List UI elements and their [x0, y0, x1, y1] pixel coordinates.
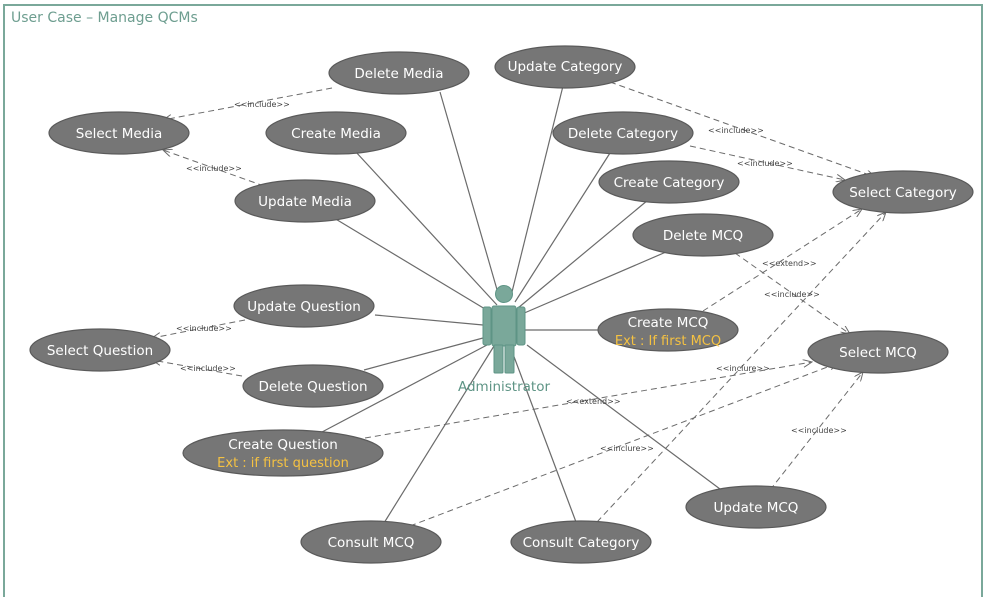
dep-delete-mcq-select-mcq — [734, 252, 850, 334]
use-case-label: Select Question — [47, 343, 153, 359]
relation-label: <<include>> — [791, 426, 847, 435]
assoc-create-question — [321, 344, 488, 433]
relation-label: <<include>> — [737, 159, 793, 168]
use-case-label: Delete Category — [568, 126, 678, 142]
use-case-label: Select Media — [76, 126, 162, 142]
relation-label: <<include>> — [186, 164, 242, 173]
assoc-delete-mcq — [521, 251, 667, 315]
assoc-delete-media — [439, 91, 501, 301]
dep-update-category-select-category — [609, 81, 875, 177]
use-case-delete-mcq[interactable]: Delete MCQ — [632, 213, 774, 257]
actor-right-leg — [504, 344, 515, 374]
use-case-label: Update Media — [258, 194, 352, 210]
actor-label: Administrator — [458, 379, 550, 395]
use-case-update-category[interactable]: Update Category — [494, 45, 636, 89]
use-cases: Delete Media Update Category Select Medi… — [29, 45, 974, 564]
relation-label: <<include>> — [708, 126, 764, 135]
relation-label: <<extend>> — [566, 397, 621, 406]
assoc-delete-category — [514, 152, 611, 303]
actor-left-arm — [482, 306, 492, 346]
relation-label: <<inclure>> — [600, 444, 654, 453]
diagram-title: User Case – Manage QCMs — [11, 10, 198, 26]
diagram-frame — [3, 4, 983, 597]
use-case-delete-question[interactable]: Delete Question — [242, 364, 384, 408]
dep-delete-media-select-media — [163, 87, 333, 120]
use-case-label: Delete Question — [258, 379, 367, 395]
actor-right-arm — [516, 306, 526, 346]
use-case-create-media[interactable]: Create Media — [265, 111, 407, 155]
use-case-select-question[interactable]: Select Question — [29, 328, 171, 372]
use-case-label: Create MCQ — [628, 315, 709, 331]
use-case-label: Select Category — [849, 185, 957, 201]
assoc-update-category — [509, 85, 564, 301]
assoc-delete-question — [363, 337, 484, 371]
dep-delete-question-select-question — [152, 360, 243, 377]
use-case-label: Create Question — [228, 437, 338, 453]
associations — [321, 85, 721, 524]
dep-consult-mcq-select-mcq — [409, 363, 838, 527]
assoc-update-mcq — [526, 344, 721, 490]
assoc-create-media — [354, 150, 498, 306]
use-case-select-mcq[interactable]: Select MCQ — [807, 330, 949, 374]
use-case-label: Consult Category — [523, 535, 640, 551]
actor-left-leg — [493, 344, 504, 374]
relation-label: <<extend>> — [762, 259, 817, 268]
use-case-update-question[interactable]: Update Question — [233, 284, 375, 328]
use-case-consult-mcq[interactable]: Consult MCQ — [300, 520, 442, 564]
actor-body — [491, 305, 517, 347]
use-case-select-media[interactable]: Select Media — [48, 111, 190, 155]
relation-label: <<inclure>> — [716, 364, 770, 373]
relation-label: <<include>> — [176, 324, 232, 333]
assoc-consult-mcq — [383, 345, 495, 524]
use-case-extension-label: Ext : if first question — [217, 456, 349, 471]
use-case-create-mcq[interactable]: Create MCQ Ext : If first MCQ — [597, 308, 739, 352]
dep-update-question-select-question — [152, 319, 246, 338]
use-case-label: Update MCQ — [714, 500, 799, 516]
use-case-delete-category[interactable]: Delete Category — [552, 111, 694, 155]
use-case-create-category[interactable]: Create Category — [598, 160, 740, 204]
use-case-select-category[interactable]: Select Category — [832, 170, 974, 214]
use-case-update-media[interactable]: Update Media — [234, 179, 376, 223]
relation-label: <<include>> — [180, 364, 236, 373]
use-case-delete-media[interactable]: Delete Media — [328, 51, 470, 95]
use-case-extension-label: Ext : If first MCQ — [615, 334, 721, 349]
use-case-label: Delete Media — [354, 66, 443, 82]
dep-create-mcq-select-category — [702, 209, 862, 312]
use-case-label: Create Media — [291, 126, 381, 142]
dependencies — [152, 81, 886, 527]
dep-update-mcq-select-mcq — [769, 372, 863, 491]
assoc-update-question — [374, 314, 484, 326]
use-case-label: Delete MCQ — [663, 228, 743, 244]
relation-label: <<include>> — [234, 100, 290, 109]
use-case-label: Update Question — [247, 299, 361, 315]
dep-update-media-select-media — [163, 150, 265, 187]
use-case-label: Select MCQ — [839, 345, 917, 361]
use-case-update-mcq[interactable]: Update MCQ — [685, 485, 827, 529]
dep-consult-category-select-category — [596, 212, 886, 523]
assoc-consult-category — [509, 345, 577, 523]
assoc-create-category — [517, 199, 649, 309]
use-case-label: Update Category — [508, 59, 623, 75]
relation-label: <<include>> — [764, 290, 820, 299]
dep-delete-category-select-category — [689, 145, 845, 180]
assoc-update-media — [333, 217, 491, 313]
use-case-consult-category[interactable]: Consult Category — [510, 520, 652, 564]
use-case-create-question[interactable]: Create Question Ext : if first question — [182, 429, 384, 477]
use-case-label: Consult MCQ — [328, 535, 415, 551]
dep-create-question-select-mcq — [364, 362, 812, 439]
actor-administrator[interactable]: Administrator — [458, 285, 550, 396]
actor-head — [495, 285, 513, 303]
relation-labels: <<include>> <<include>> <<include>> <<in… — [176, 100, 847, 453]
use-case-label: Create Category — [614, 175, 725, 191]
